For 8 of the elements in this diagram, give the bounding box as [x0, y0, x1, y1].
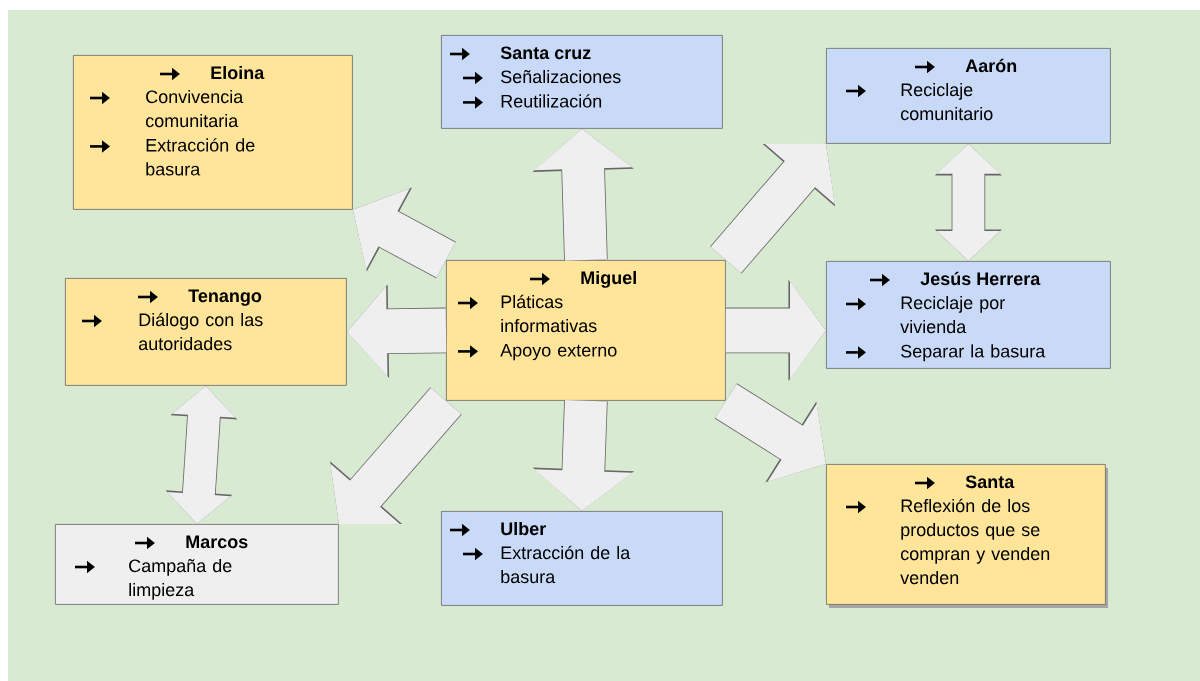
info-box: Aarón Reciclaje comunitario: [826, 48, 1111, 144]
info-box: Miguel Pláticas informativas Apoyo externo: [446, 260, 726, 401]
info-box: Jesús Herrera Reciclaje por vivienda Separar la basura: [826, 261, 1111, 369]
info-box: Tenango Diálogo con las autoridades: [65, 278, 347, 386]
info-box: Santa Reflexión de los productos que se compran y venden venden: [826, 464, 1108, 608]
info-box: Ulber Extracción de la basura: [441, 511, 723, 606]
info-box: Santa cruz Señalizaciones Reutilización: [441, 35, 723, 129]
info-box: Eloina Convivencia comunitaria Extracción de basura: [73, 55, 353, 210]
